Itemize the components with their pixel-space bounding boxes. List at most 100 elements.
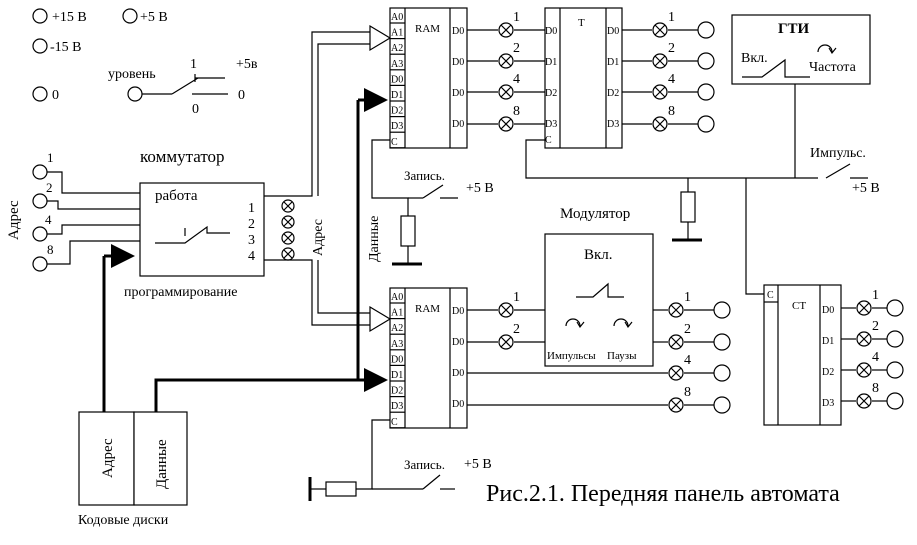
level-plus5: +5в	[236, 57, 258, 72]
trigger-bit-1: 2	[668, 41, 675, 56]
ram-bottom-indicator-1	[498, 334, 514, 350]
addr-terminal-4[interactable]	[32, 226, 48, 242]
trigger-pin-4: C	[545, 135, 552, 146]
ram_top-out-pin-2: D0	[452, 88, 464, 99]
label-zero: 0	[52, 88, 59, 103]
code-discs[interactable]: Адрес Данные Кодовые диски	[78, 411, 188, 528]
modulator-out-bit-0: 1	[684, 290, 691, 305]
ram_top-out-pin-3: D0	[452, 119, 464, 130]
modulator-out-indicator-2	[668, 365, 684, 381]
level-one: 1	[190, 57, 197, 72]
commutator-mode-work: работа	[155, 188, 198, 204]
trigger-out-terminal-3[interactable]	[697, 115, 715, 133]
counter-out-terminal-0[interactable]	[886, 299, 904, 317]
modulator-switch[interactable]	[576, 282, 624, 298]
address-inputs: Адрес 1 2 4 8	[6, 150, 140, 272]
terminal-plus5[interactable]	[122, 8, 138, 24]
gti-switch[interactable]	[742, 58, 810, 78]
trigger-out-pin-1: D1	[607, 57, 619, 68]
ram-top-bit-3: 8	[513, 104, 520, 119]
trigger-out-terminal-1[interactable]	[697, 52, 715, 70]
terminal-plus15[interactable]	[32, 8, 48, 24]
trigger-indicator-1	[652, 53, 668, 69]
trigger-out-terminal-0[interactable]	[697, 21, 715, 39]
addr-bit-2: 2	[46, 180, 53, 195]
ram-top-name: RAM	[415, 23, 440, 35]
gti-on-label: Вкл.	[741, 51, 768, 66]
pauses-knob[interactable]	[613, 318, 629, 327]
ram_top-pin-a2: A2	[391, 43, 403, 54]
commutator: коммутатор работа 1 2 3 4 программирован…	[124, 147, 326, 300]
ram_bottom-out-pin-0: D0	[452, 306, 464, 317]
ram-top-bit-0: 1	[513, 10, 520, 25]
commutator-switch[interactable]	[155, 225, 230, 244]
counter-out-pin-1: D1	[822, 336, 834, 347]
counter-out-terminal-2[interactable]	[886, 361, 904, 379]
modulator-out-terminal-3[interactable]	[713, 396, 731, 414]
ram_top-pin-d1: D1	[391, 90, 403, 101]
write-top-label: Запись.	[404, 168, 445, 183]
label-plus5: +5 В	[140, 10, 168, 25]
trigger-pin-2: D2	[545, 88, 557, 99]
counter-bit-2: 4	[872, 350, 879, 365]
trigger-bit-2: 4	[668, 72, 675, 87]
modulator-out-indicator-0	[668, 302, 684, 318]
commutator-mode-prog: программирование	[124, 285, 238, 300]
level-terminal[interactable]	[127, 86, 143, 102]
ram-top-bit-2: 4	[513, 72, 520, 87]
counter-out-pin-2: D2	[822, 367, 834, 378]
commutator-out-3: 3	[248, 233, 255, 248]
pulses-knob[interactable]	[565, 318, 581, 327]
addr-bit-4: 4	[45, 212, 52, 227]
ram_top-pin-a0: A0	[391, 12, 403, 23]
ram-bottom-indicator-0	[498, 302, 514, 318]
write-bottom-plus5: +5 В	[464, 457, 492, 472]
terminal-minus15[interactable]	[32, 38, 48, 54]
ram_top-out-pin-0: D0	[452, 26, 464, 37]
addr-bit-8: 8	[47, 242, 54, 257]
counter-out-terminal-3[interactable]	[886, 392, 904, 410]
disc-address[interactable]	[78, 411, 135, 506]
write-bottom-label: Запись.	[404, 457, 445, 472]
write-switch-bottom[interactable]: Запись. +5 В	[308, 419, 492, 501]
ram-top-indicator-2	[498, 84, 514, 100]
trigger-out-pin-3: D3	[607, 119, 619, 130]
ram_bottom-pin-d0: D0	[391, 354, 403, 365]
gti-freq-knob[interactable]	[817, 44, 833, 53]
modulator-out-bit-1: 2	[684, 322, 691, 337]
modulator-out-bit-2: 4	[684, 353, 691, 368]
addr-terminal-1[interactable]	[32, 164, 48, 180]
ram_bottom-out-pin-3: D0	[452, 399, 464, 410]
trigger-name: T	[578, 17, 585, 29]
impulse-label: Импульс.	[810, 146, 866, 161]
addr-terminal-2[interactable]	[32, 193, 48, 209]
counter-pin-c: C	[767, 290, 774, 301]
counter-out-pin-3: D3	[822, 398, 834, 409]
trigger-pin-0: D0	[545, 26, 557, 37]
ram_top-pin-a1: A1	[391, 28, 403, 39]
trigger-pin-1: D1	[545, 57, 557, 68]
trigger-indicator-2	[652, 84, 668, 100]
gti-generator: ГТИ Вкл. Частота	[731, 14, 871, 85]
modulator-out-terminal-1[interactable]	[713, 333, 731, 351]
disc-data[interactable]	[133, 411, 188, 506]
level-switch[interactable]: уровень 1 0 +5в 0	[108, 57, 258, 117]
ram-top-indicator-3	[498, 116, 514, 132]
modulator-on-label: Вкл.	[584, 247, 613, 263]
addr-terminal-8[interactable]	[32, 256, 48, 272]
counter-out-terminal-1[interactable]	[886, 330, 904, 348]
write-switch-top[interactable]: Запись. +5 В	[371, 139, 494, 266]
modulator-out-terminal-0[interactable]	[713, 301, 731, 319]
ram_bottom-pin-a2: A2	[391, 323, 403, 334]
trigger-out-terminal-2[interactable]	[697, 83, 715, 101]
ram_bottom-pin-a0: A0	[391, 292, 403, 303]
write-top-plus5: +5 В	[466, 181, 494, 196]
terminal-zero[interactable]	[32, 86, 48, 102]
modulator-out-terminal-2[interactable]	[713, 364, 731, 382]
ram_bottom-pin-d1: D1	[391, 370, 403, 381]
commutator-out-1: 1	[248, 201, 255, 216]
counter-name: СТ	[792, 300, 806, 312]
